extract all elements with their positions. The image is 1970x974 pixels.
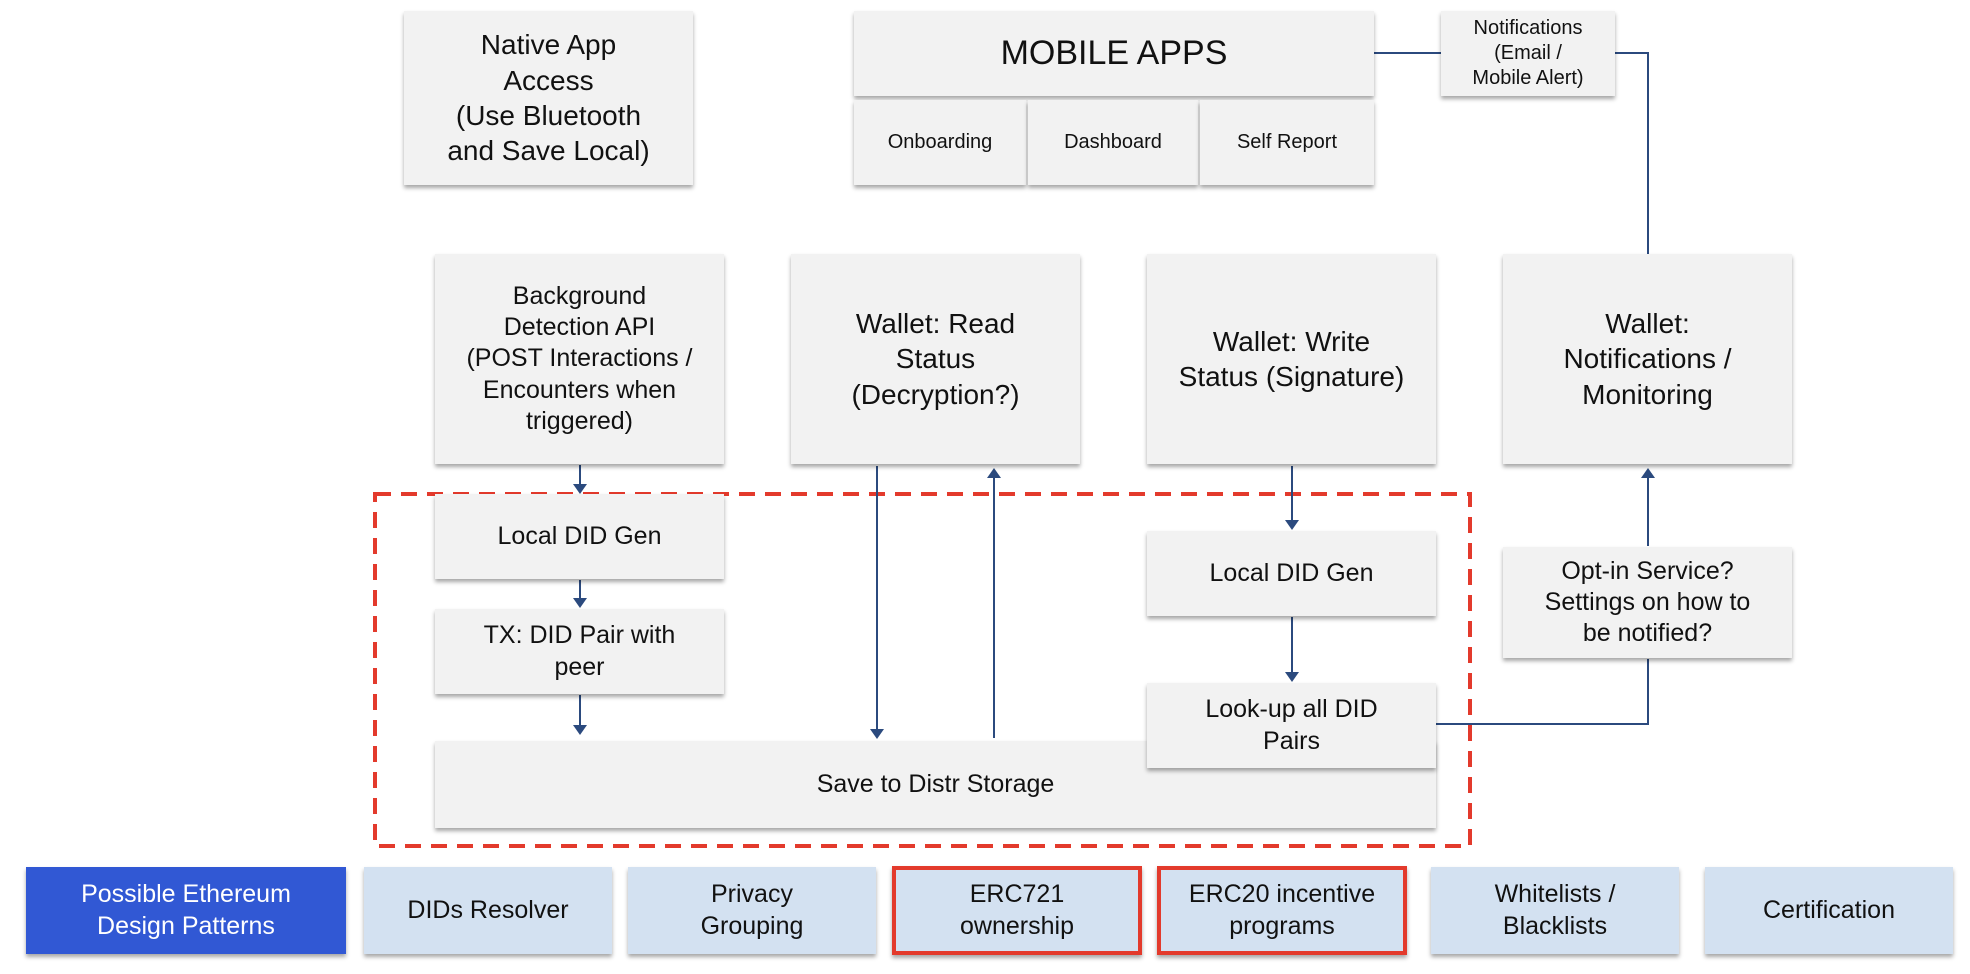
local-did-gen-label: Local DID Gen — [1209, 558, 1374, 587]
pattern-label: Privacy Grouping — [700, 880, 804, 940]
wallet-notifications-label: Wallet: Notifications / Monitoring — [1563, 308, 1732, 410]
pattern-label: ERC20 incentive programs — [1188, 880, 1376, 940]
connector-lookup-optin — [1436, 659, 1649, 725]
tx-did-pair-label: TX: DID Pair with peer — [483, 621, 676, 681]
pattern-label: Whitelists / Blacklists — [1494, 880, 1616, 940]
wallet-write-label: Wallet: Write Status (Signature) — [1178, 325, 1405, 392]
pattern-whitelists-blacklists: Whitelists / Blacklists — [1431, 867, 1679, 954]
section-label: Dashboard — [1064, 131, 1162, 153]
tx-did-pair-box: TX: DID Pair with peer — [435, 609, 724, 694]
mobile-apps-title: MOBILE APPS — [1000, 34, 1228, 73]
native-app-access-label: Native App Access (Use Bluetooth and Sav… — [447, 29, 650, 167]
lookup-did-pairs-box: Look-up all DID Pairs — [1147, 683, 1436, 768]
notifications-box: Notifications (Email / Mobile Alert) — [1441, 11, 1615, 96]
section-label: Self Report — [1236, 131, 1338, 153]
pattern-label: Certification — [1763, 895, 1895, 924]
opt-in-service-box: Opt-in Service? Settings on how to be no… — [1503, 547, 1792, 658]
mobile-app-section-onboarding: Onboarding — [854, 100, 1026, 185]
background-detection-label: Background Detection API (POST Interacti… — [466, 281, 693, 435]
background-detection-api-box: Background Detection API (POST Interacti… — [435, 254, 724, 464]
wallet-notifications-box: Wallet: Notifications / Monitoring — [1503, 254, 1792, 464]
design-patterns-heading: Possible Ethereum Design Patterns — [26, 867, 346, 954]
notifications-label: Notifications (Email / Mobile Alert) — [1472, 17, 1584, 89]
pattern-certification: Certification — [1705, 867, 1953, 954]
save-storage-label: Save to Distr Storage — [816, 769, 1055, 798]
mobile-apps-title-box: MOBILE APPS — [854, 11, 1374, 96]
local-did-gen-label: Local DID Gen — [497, 521, 662, 550]
wallet-read-status-box: Wallet: Read Status (Decryption?) — [791, 254, 1080, 464]
opt-in-label: Opt-in Service? Settings on how to be no… — [1544, 556, 1751, 648]
lookup-did-pairs-label: Look-up all DID Pairs — [1205, 695, 1378, 755]
section-label: Onboarding — [887, 131, 993, 153]
pattern-label: DIDs Resolver — [407, 895, 569, 924]
wallet-write-status-box: Wallet: Write Status (Signature) — [1147, 254, 1436, 464]
pattern-label: ERC721 ownership — [960, 880, 1074, 940]
native-app-access-box: Native App Access (Use Bluetooth and Sav… — [404, 11, 693, 185]
pattern-erc721-ownership: ERC721 ownership — [892, 866, 1142, 955]
local-did-gen-right-box: Local DID Gen — [1147, 531, 1436, 616]
design-patterns-heading-label: Possible Ethereum Design Patterns — [81, 880, 291, 940]
mobile-app-section-dashboard: Dashboard — [1028, 100, 1198, 185]
wallet-read-label: Wallet: Read Status (Decryption?) — [851, 308, 1020, 410]
pattern-erc20-incentive: ERC20 incentive programs — [1157, 866, 1407, 955]
mobile-app-section-self-report: Self Report — [1200, 100, 1374, 185]
local-did-gen-left-box: Local DID Gen — [435, 494, 724, 579]
pattern-privacy-grouping: Privacy Grouping — [628, 867, 876, 954]
connector-notifications-wallet — [1615, 52, 1649, 254]
mobile-apps-group: MOBILE APPS Onboarding Dashboard Self Re… — [854, 11, 1374, 185]
pattern-dids-resolver: DIDs Resolver — [364, 867, 612, 954]
